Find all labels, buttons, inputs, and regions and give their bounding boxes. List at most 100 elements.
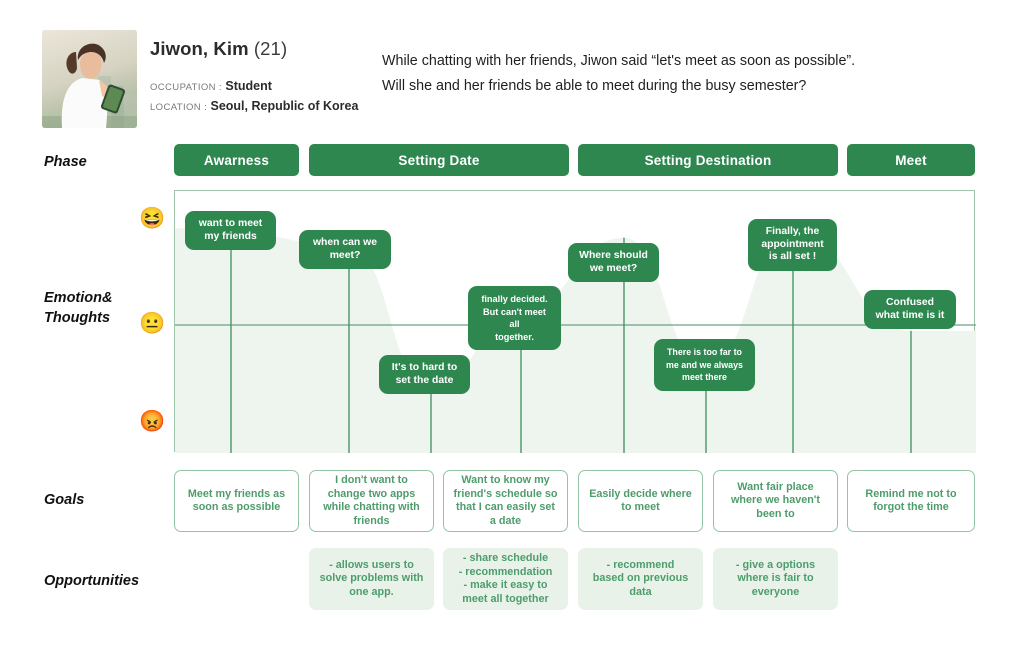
persona-name: Jiwon, Kim (21) <box>150 38 358 60</box>
opportunity-line: solve problems with <box>319 572 424 585</box>
opportunity-line: based on previous <box>592 572 689 585</box>
opportunity-line: meet all together <box>462 592 549 605</box>
bubble-line: There is too far to <box>667 347 742 357</box>
persona-age: (21) <box>253 38 288 59</box>
bubble-line: when can we <box>312 237 378 248</box>
goal-line: soon as possible <box>192 501 281 513</box>
persona-name-main: Jiwon, Kim <box>150 38 249 59</box>
goal-line: I don't want to <box>335 474 408 486</box>
persona-block: Jiwon, Kim (21) OCCUPATION : Student LOC… <box>42 30 372 130</box>
emotion-curve-svg <box>175 228 976 453</box>
scenario-line-2: Will she and her friends be able to meet… <box>382 78 807 94</box>
row-label-emotion-line2: Thoughts <box>44 310 111 326</box>
emotion-curve-area <box>175 228 976 453</box>
opportunity-card-text: - share schedule- recommendation- make i… <box>459 552 553 606</box>
row-label-emotion-thoughts: Emotion& Thoughts <box>44 288 112 328</box>
location-label: LOCATION : <box>150 102 208 113</box>
phase-bar-label: Setting Date <box>398 152 480 168</box>
row-label-opportunities: Opportunities <box>44 573 140 589</box>
row-label-emotion-line1: Emotion& <box>44 290 113 306</box>
goal-line: Easily decide where <box>589 487 692 500</box>
persona-text: Jiwon, Kim (21) OCCUPATION : Student LOC… <box>150 38 358 117</box>
opportunity-line: - allows users to <box>329 558 414 571</box>
bubble-line: is all set ! <box>768 251 817 262</box>
goal-line: Remind me not to <box>865 487 957 500</box>
emotion-chart <box>174 190 976 453</box>
bubble-line: But can't meet all <box>483 306 546 330</box>
bubble-line: It's to hard to <box>391 362 458 373</box>
opportunity-line: - make it easy to <box>463 579 548 591</box>
goal-line: friends <box>353 514 390 527</box>
goal-line: friend's schedule so <box>453 487 558 500</box>
opportunity-line: where is fair to <box>737 572 814 585</box>
laughing-face-emoji: 😆 <box>139 207 166 230</box>
persona-location-row: LOCATION : Seoul, Republic of Korea <box>150 97 358 117</box>
bubble-line: me and we always <box>666 359 743 370</box>
neutral-face-emoji: 😐 <box>139 312 166 335</box>
phase-bar-label: Setting Destination <box>644 152 772 168</box>
bubble-line: finally decided. <box>481 294 548 304</box>
bubble-line: Finally, the <box>765 226 820 237</box>
phase-bar-1[interactable]: Setting Date <box>309 144 569 176</box>
opportunity-card-1[interactable]: - share schedule- recommendation- make i… <box>443 548 568 610</box>
emotion-bubble-too-far[interactable]: There is too far to me and we always meet … <box>654 339 755 391</box>
phase-bar-label: Meet <box>895 152 927 168</box>
goal-line: been to <box>756 507 795 520</box>
persona-occupation-row: OCCUPATION : Student <box>150 77 358 97</box>
goal-line: a date <box>489 514 522 527</box>
goal-line: while chatting with <box>323 501 420 513</box>
angry-face-emoji: 😡 <box>139 410 166 433</box>
goal-line: Want fair place <box>737 480 814 493</box>
bubble-line: what time is it <box>875 309 945 321</box>
occupation-label: OCCUPATION : <box>150 82 223 93</box>
goal-line: where we haven't <box>731 494 820 507</box>
bubble-line: my friends <box>204 230 257 242</box>
goal-line: Meet my friends as <box>187 487 286 500</box>
location-value: Seoul, Republic of Korea <box>210 99 359 113</box>
opportunity-line: data <box>629 585 652 598</box>
occupation-value: Student <box>225 79 272 93</box>
phase-bar-3[interactable]: Meet <box>847 144 975 176</box>
opportunity-line: one app. <box>349 585 394 598</box>
goal-line: that I can easily set <box>455 501 556 513</box>
phase-bar-0[interactable]: Awarness <box>174 144 299 176</box>
goal-line: to meet <box>621 501 660 513</box>
goal-line: forgot the time <box>873 501 949 513</box>
opportunity-line: - share schedule <box>462 552 549 564</box>
row-label-phase: Phase <box>44 154 87 170</box>
phase-bar-label: Awarness <box>203 152 270 168</box>
bubble-line: meet there <box>682 372 727 382</box>
goal-line: Want to know my <box>461 474 550 486</box>
bubble-line: Where should <box>579 250 648 261</box>
persona-meta: OCCUPATION : Student LOCATION : Seoul, R… <box>150 77 358 117</box>
bubble-line: meet? <box>329 249 361 261</box>
phase-bar-2[interactable]: Setting Destination <box>578 144 838 176</box>
scenario-text: While chatting with her friends, Jiwon s… <box>382 49 982 99</box>
